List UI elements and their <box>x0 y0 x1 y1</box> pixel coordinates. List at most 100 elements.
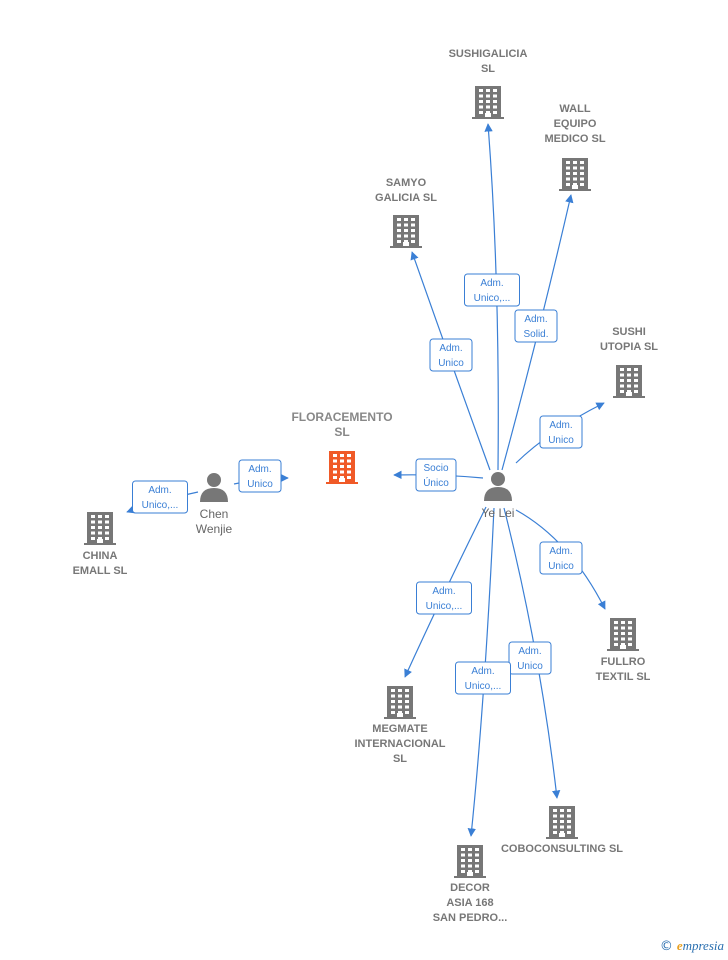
node-label: EMALL SL <box>73 565 128 577</box>
edge-label-box <box>508 641 552 675</box>
building-icon <box>454 845 486 878</box>
edge-label-box <box>514 309 558 343</box>
edge-label-text: Adm. <box>524 314 547 325</box>
edge-label-text: Unico <box>548 435 574 446</box>
edge-label-chen-wenjie-to-floracemento[interactable]: Adm. Unico <box>238 459 282 493</box>
brand-name: mpresia <box>682 938 724 953</box>
edge-label-text: Unico,... <box>474 293 511 304</box>
node-label: MEGMATE <box>372 723 427 735</box>
edge-label-ye-lei-to-sushigalicia[interactable]: Adm. Unico,... <box>464 273 520 307</box>
node-label: UTOPIA SL <box>600 341 658 353</box>
node-sushigalicia[interactable]: SUSHIGALICIA SL <box>449 48 528 119</box>
edge-label-box <box>464 273 520 307</box>
edge-label-box <box>539 415 583 449</box>
edge-label-chen-wenjie-to-china-emall[interactable]: Adm. Unico,... <box>132 480 188 514</box>
edge-label-text: Adm. <box>471 666 494 677</box>
node-samyo[interactable]: SAMYO GALICIA SL <box>375 177 437 248</box>
node-label: SAMYO <box>386 177 427 189</box>
building-icon <box>559 158 591 191</box>
edge-label-box <box>455 661 511 695</box>
building-icon <box>546 806 578 839</box>
building-icon <box>472 86 504 119</box>
copyright-symbol: © <box>659 939 673 954</box>
edges-layer <box>126 123 606 837</box>
edge-label-ye-lei-to-fullro[interactable]: Adm. Unico <box>539 541 583 575</box>
edge-label-text: Adm. <box>549 420 572 431</box>
person-icon <box>484 472 512 501</box>
node-label: SUSHI <box>612 326 646 338</box>
node-label: EQUIPO <box>554 118 597 130</box>
brand-initial: e <box>676 938 683 953</box>
node-label: FULLRO <box>601 656 646 668</box>
edge-label-ye-lei-to-coboconsulting[interactable]: Adm. Unico <box>508 641 552 675</box>
person-icon <box>200 473 228 502</box>
edge-label-box <box>429 338 473 372</box>
node-label: SAN PEDRO... <box>433 912 508 924</box>
edge-label-text: Unico <box>517 661 543 672</box>
edge-label-ye-lei-to-wall-equipo[interactable]: Adm. Solid. <box>514 309 558 343</box>
node-label: COBOCONSULTING SL <box>501 843 623 855</box>
building-icon <box>84 512 116 545</box>
building-icon <box>384 686 416 719</box>
edge-labels-layer: Adm.Unico,...Adm.Solid.Adm.UnicoAdm.Unic… <box>132 273 583 695</box>
node-label: WALL <box>559 103 590 115</box>
node-label: DECOR <box>450 882 490 894</box>
edge-label-text: Adm. <box>248 464 271 475</box>
edge-label-text: Adm. <box>549 546 572 557</box>
node-label: Ye Lei <box>482 506 515 520</box>
node-megmate[interactable]: MEGMATE INTERNACIONAL SL <box>354 686 446 765</box>
edge-label-ye-lei-to-samyo[interactable]: Adm. Unico <box>429 338 473 372</box>
edge-label-text: Socio <box>423 463 448 474</box>
edge-label-text: Unico <box>247 479 273 490</box>
node-label: SL <box>334 425 349 439</box>
edge-label-text: Unico,... <box>465 681 502 692</box>
building-icon <box>390 215 422 248</box>
node-label: SL <box>481 63 495 75</box>
building-icon <box>613 365 645 398</box>
node-label: MEDICO SL <box>544 133 605 145</box>
node-label: TEXTIL SL <box>596 671 651 683</box>
edge-label-ye-lei-to-megmate[interactable]: Adm. Unico,... <box>416 581 472 615</box>
node-label: Chen <box>200 507 229 521</box>
edge-label-box <box>238 459 282 493</box>
node-label: ASIA 168 <box>446 897 493 909</box>
node-label: GALICIA SL <box>375 192 437 204</box>
node-label: FLORACEMENTO <box>291 410 392 424</box>
node-label: CHINA <box>83 550 118 562</box>
node-label: Wenjie <box>196 522 233 536</box>
node-china-emall[interactable]: CHINA EMALL SL <box>73 512 128 577</box>
edge-label-box <box>416 581 472 615</box>
edge-label-text: Unico <box>438 358 464 369</box>
nodes-layer: FLORACEMENTOSLSUSHIGALICIASLWALLEQUIPOME… <box>73 48 659 924</box>
node-wall-equipo[interactable]: WALL EQUIPO MEDICO SL <box>544 103 606 191</box>
edge-label-text: Adm. <box>148 485 171 496</box>
brand-footer[interactable]: ©empresia <box>660 938 724 954</box>
edge-label-box <box>539 541 583 575</box>
edge-label-box <box>132 480 188 514</box>
edge-label-text: Único <box>423 476 449 489</box>
edge-label-text: Unico <box>548 561 574 572</box>
edge-label-text: Unico,... <box>426 601 463 612</box>
node-label: SUSHIGALICIA <box>449 48 528 60</box>
node-coboconsulting[interactable]: COBOCONSULTING SL <box>501 806 623 855</box>
edge-label-ye-lei-to-sushi-utopia[interactable]: Adm. Unico <box>539 415 583 449</box>
edge-label-text: Solid. <box>523 329 548 340</box>
edge-label-text: Adm. <box>439 343 462 354</box>
node-label: SL <box>393 753 407 765</box>
edge-label-text: Adm. <box>518 646 541 657</box>
edge-label-text: Adm. <box>480 278 503 289</box>
edge-label-text: Unico,... <box>142 500 179 511</box>
edge-label-ye-lei-to-decor-asia[interactable]: Adm. Unico,... <box>455 661 511 695</box>
building-icon <box>326 451 358 484</box>
edge-label-box <box>415 458 457 492</box>
node-fullro[interactable]: FULLRO TEXTIL SL <box>596 618 651 683</box>
node-ye-lei[interactable]: Ye Lei <box>482 472 515 520</box>
node-sushi-utopia[interactable]: SUSHI UTOPIA SL <box>600 326 658 398</box>
node-label: INTERNACIONAL <box>354 738 445 750</box>
edge-label-text: Adm. <box>432 586 455 597</box>
